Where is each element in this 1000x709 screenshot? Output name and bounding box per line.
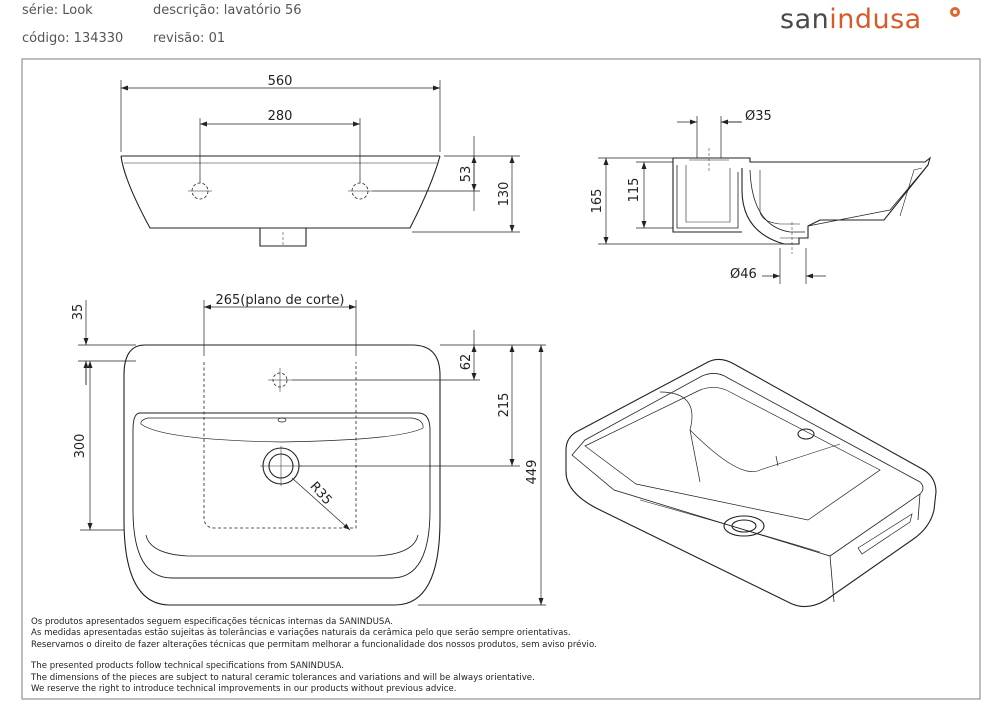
- front-view: [120, 155, 441, 247]
- dim-tap-hole-diameter: Ø35: [745, 109, 772, 124]
- note-en-3: We reserve the right to introduce techni…: [31, 684, 457, 695]
- serie-label: série: Look: [22, 3, 93, 18]
- codigo-label: código: 134330: [22, 31, 124, 46]
- dim-side-height: 165: [590, 189, 605, 214]
- descricao-label: descrição: lavatório 56: [153, 3, 302, 18]
- drawing-frame: [21, 58, 981, 700]
- dim-tap-depth: 62: [459, 354, 474, 371]
- note-en-1: The presented products follow technical …: [31, 661, 344, 672]
- brand-accent: indusa: [829, 4, 922, 35]
- dim-side-inner-height: 115: [627, 178, 642, 203]
- brand-main: san: [780, 4, 830, 35]
- isometric-view: [565, 358, 937, 608]
- front-dimensions: [120, 80, 520, 233]
- dim-cut-plane: 265(plano de corte): [215, 293, 344, 308]
- dim-bowl-depth: 300: [73, 434, 88, 459]
- top-view: [123, 344, 441, 606]
- side-section-view: [672, 148, 932, 254]
- dim-front-height: 130: [497, 182, 512, 207]
- top-dimensions: [78, 300, 546, 606]
- disclaimer-notes: Os produtos apresentados seguem especifi…: [31, 617, 597, 695]
- dim-back-edge: 35: [71, 304, 86, 321]
- brand-logo: sanindusa: [780, 4, 922, 35]
- dim-radius: R35: [306, 479, 334, 508]
- dim-drain-depth: 215: [497, 393, 512, 418]
- dim-width-total: 560: [268, 74, 293, 89]
- side-dimensions: [598, 116, 826, 284]
- revisao-label: revisão: 01: [153, 31, 226, 46]
- logo-dot-icon: [950, 7, 960, 17]
- dim-tap-spacing: 280: [268, 109, 293, 124]
- note-pt-3: Reservamos o direito de fazer alterações…: [31, 639, 597, 650]
- dim-tap-offset: 53: [459, 166, 474, 183]
- dim-total-depth: 449: [525, 460, 540, 485]
- dim-drain-diameter: Ø46: [730, 267, 757, 282]
- note-pt-2: As medidas apresentadas estão sujeitas à…: [31, 628, 571, 639]
- note-pt-1: Os produtos apresentados seguem especifi…: [31, 617, 393, 627]
- note-en-2: The dimensions of the pieces are subject…: [31, 672, 535, 683]
